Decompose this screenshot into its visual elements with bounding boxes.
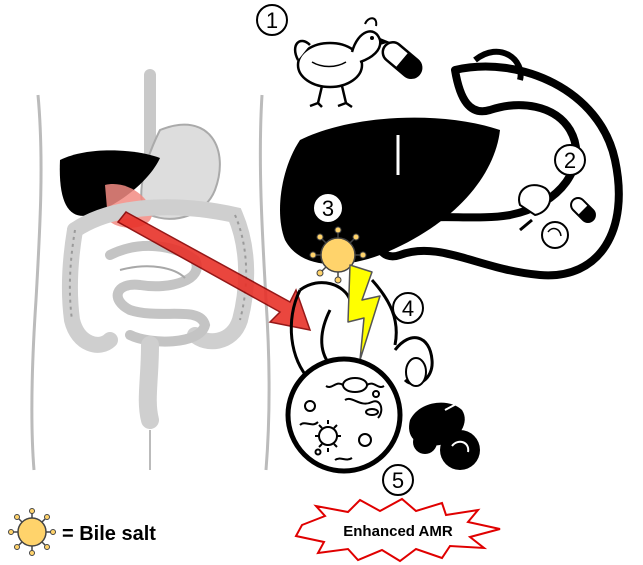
bacteria-icon [299,377,385,461]
food-contents [518,184,569,249]
step-1-badge [256,4,288,36]
liver-icon [280,117,500,265]
step-3-badge [312,192,344,224]
lightning-bolt-icon [347,264,381,361]
pill-icon [570,197,596,223]
step-1-label: 1 [266,8,278,33]
legend-label: = Bile salt [62,523,156,545]
meat-icon [409,401,480,470]
step-5-label: 5 [392,468,404,493]
step-5-badge [382,464,414,496]
pill-icon [381,41,423,79]
step-4-badge [392,292,424,324]
amr-outcome-label: Enhanced AMR [343,523,453,540]
step-3-label: 3 [322,196,334,221]
step-2-label: 2 [564,148,576,173]
gut-microbiota-circle [285,356,403,474]
chicken-icon [293,17,390,109]
bile-salt-legend-icon [8,508,56,556]
bile-salt-icon [309,226,367,284]
zoom-arrow [116,211,312,331]
step-2-badge [554,144,586,176]
step-4-label: 4 [402,296,414,321]
amr-burst-shape [294,497,501,563]
